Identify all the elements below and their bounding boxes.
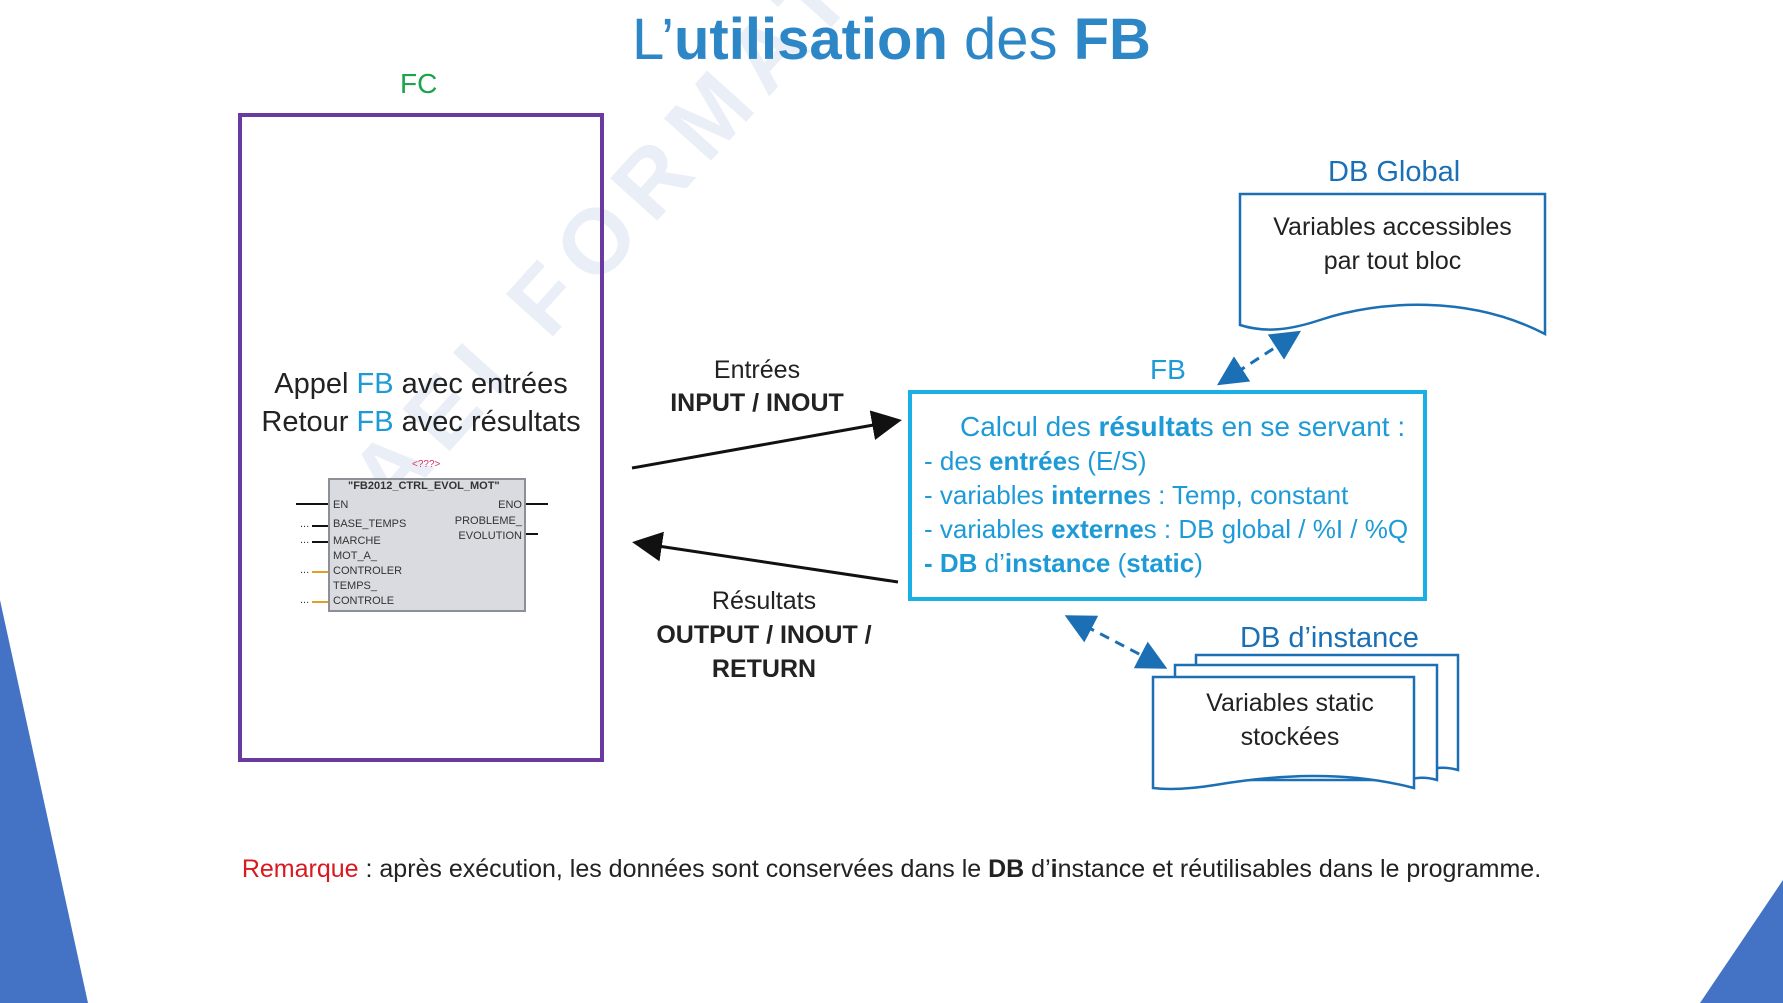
pin-dots: ...	[300, 534, 310, 546]
fb-line: - variables externes : DB global / %I / …	[924, 514, 1409, 544]
fb-line: - DB d’instance (static)	[924, 548, 1203, 578]
pin-dots: ...	[300, 564, 310, 576]
fc-box	[238, 113, 604, 762]
db-instance-link-arrow	[1064, 615, 1168, 669]
fc-description: Appel FB avec entrées Retour FB avec rés…	[238, 365, 604, 441]
fb-block-marker: <???>	[412, 459, 441, 470]
db-global-document	[1238, 192, 1547, 337]
pin-label: MARCHE	[333, 535, 381, 547]
fc-line-return: Retour FB avec résultats	[261, 406, 581, 438]
fb-block-inputs: EN BASE_TEMPS MARCHE MOT_A_ CONTROLER TE…	[333, 498, 406, 609]
remark: Remarque : après exécution, les données …	[241, 855, 1542, 883]
db-instance-text: Variables static stockées	[1206, 689, 1374, 751]
fb-box	[908, 390, 1427, 601]
pin-label: EN	[333, 499, 349, 511]
db-global-link-arrow	[1216, 330, 1302, 386]
pin-dots: ...	[300, 594, 310, 606]
fb-block-outputs: ENO PROBLEME_ EVOLUTION	[430, 498, 522, 544]
pin-label: CONTROLER	[333, 565, 403, 577]
title-part: L’	[632, 7, 674, 72]
pin-label: TEMPS_	[333, 580, 378, 592]
fb-call-block[interactable]	[328, 478, 526, 612]
pin-label: CONTROLE	[333, 595, 395, 607]
fc-label: FC	[400, 68, 438, 99]
remark-label: Remarque	[241, 855, 359, 883]
pin-label: ENO	[498, 499, 522, 511]
db-global-text: Variables accessibles par tout bloc	[1273, 213, 1512, 275]
output-arrow-label: Résultats OUTPUT / INOUT / RETURN	[656, 587, 872, 683]
pin-label: BASE_TEMPS	[333, 518, 407, 530]
output-arrow	[632, 531, 899, 584]
pin-label: EVOLUTION	[458, 530, 522, 542]
db-global-title: DB Global	[1328, 156, 1461, 188]
pin-label: MOT_A_	[333, 550, 378, 562]
fb-line: - variables internes : Temp, constant	[924, 480, 1349, 510]
input-arrow	[631, 410, 902, 470]
title-part: des	[947, 7, 1074, 72]
db-instance-document-front	[1151, 675, 1416, 791]
fb-title: FB	[1150, 354, 1186, 385]
pin-dots: ...	[300, 518, 310, 530]
fb-line: Calcul des résultats en se servant :	[960, 411, 1406, 442]
corner-left-shape	[0, 600, 88, 1003]
corner-right-shape	[1700, 880, 1783, 1003]
fb-description: Calcul des résultats en se servant : - d…	[924, 410, 1408, 580]
fb-block-name: "FB2012_CTRL_EVOL_MOT"	[348, 480, 500, 492]
title-part-bold: FB	[1073, 7, 1151, 72]
input-arrow-label: Entrées INPUT / INOUT	[670, 356, 844, 417]
pin-label: PROBLEME_	[454, 515, 522, 527]
title-part-bold: utilisation	[673, 7, 948, 72]
fc-line-call: Appel FB avec entrées	[274, 368, 568, 400]
fb-block-pins	[296, 503, 548, 603]
db-instance-title: DB d’instance	[1240, 622, 1419, 654]
fb-line: - des entrées (E/S)	[924, 446, 1147, 476]
slide-title: L’utilisation des FB	[0, 6, 1783, 73]
